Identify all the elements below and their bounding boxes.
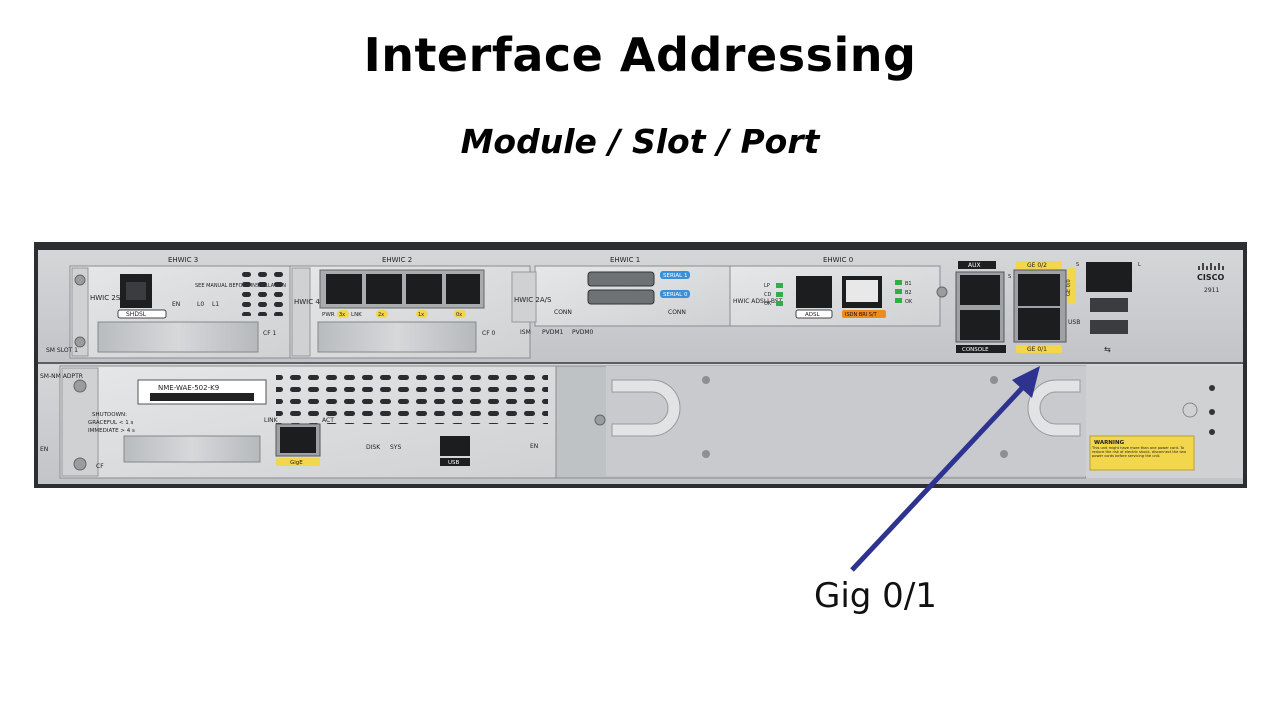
model-text: 2911 [1204, 287, 1219, 294]
warning-title: WARNING [1094, 440, 1125, 446]
hwic-2as-label: HWIC 2A/S [514, 296, 552, 304]
usb-label: USB [1068, 319, 1080, 326]
ehwic-1-label: EHWIC 1 [610, 256, 640, 264]
usb-icon: ⇆ [1104, 345, 1111, 354]
port-2x-label: 2x [378, 312, 384, 318]
l-label: L [1138, 262, 1141, 268]
ehwic-2-module: EHWIC 2 HWIC 4ESW PWR 3x LNK 2x 1x 0x CF… [289, 256, 531, 359]
shdsl-label: SHDSL [126, 311, 147, 318]
serial-1-port[interactable] [587, 271, 655, 287]
en-label-3: EN [530, 443, 538, 450]
b1-label: B1 [905, 281, 912, 287]
port-0x-label: 0x [456, 312, 462, 318]
lp-label: LP [764, 283, 770, 289]
switch-ports [326, 274, 480, 304]
sm-nm-label: SM-NM ADPTR [40, 373, 83, 380]
switch-port[interactable] [326, 274, 362, 304]
shutdown-label: SHUTDOWN: [92, 412, 127, 418]
s-label: S [1008, 274, 1011, 280]
adsl-label: ADSL [805, 312, 820, 318]
sm-module: SM-NM ADPTR EN NME-WAE-502-K9 SHUTDOWN: … [40, 365, 561, 479]
ge00-label: GE 0/0 [1066, 279, 1072, 296]
immediate-label: IMMEDIATE > 4 s [88, 428, 135, 434]
warning-sticker [1089, 435, 1195, 471]
ge01-label: GE 0/1 [1027, 346, 1047, 353]
s-label-2: S [1076, 262, 1079, 268]
ge-0-2-port[interactable] [1018, 274, 1060, 306]
gige-port[interactable] [280, 427, 316, 453]
conn-label-2: CONN [668, 309, 686, 316]
serial-0-port[interactable] [587, 289, 655, 305]
ok-label: OK [764, 301, 772, 307]
slide-title: Interface Addressing [363, 28, 917, 82]
b2-label: B2 [905, 290, 912, 296]
act-label: ACT [322, 417, 334, 424]
ehwic-3-module: EHWIC 3 HWIC 2SHDSL SHDSL SEE MANUAL BEF… [46, 256, 293, 359]
cf0-label: CF 0 [482, 330, 496, 337]
switch-port[interactable] [406, 274, 442, 304]
hwic-adsl-label: HWIC ADSLI-BST [733, 298, 783, 305]
hwic-2shdsl-label: HWIC 2SHDSL [90, 294, 139, 302]
disk-label: DISK [366, 444, 381, 451]
usb-port-2[interactable] [1090, 320, 1128, 334]
cisco-logo: CISCO 2911 [1197, 263, 1224, 294]
l1-label: L1 [212, 301, 219, 308]
ehwic-1-module: EHWIC 1 HWIC 2A/S SERIAL 1 SERIAL 0 CONN… [511, 256, 731, 336]
ehwic-3-label: EHWIC 3 [168, 256, 198, 264]
port-1x-label: 1x [418, 312, 424, 318]
aux-label: AUX [968, 262, 981, 269]
slide-subtitle: Module / Slot / Port [460, 122, 820, 161]
en-label: EN [172, 301, 180, 308]
en-label-2: EN [40, 446, 48, 453]
cd-label: CD [764, 292, 771, 298]
serial1-label: SERIAL 1 [663, 273, 687, 279]
brand-text: CISCO [1197, 273, 1224, 282]
lnk-label: LNK [351, 312, 362, 318]
ehwic-0-label: EHWIC 0 [823, 256, 853, 264]
pointer-arrow [850, 366, 1040, 572]
gige-label: GigE [290, 460, 303, 466]
ehwic-2-label: EHWIC 2 [382, 256, 412, 264]
barcode [150, 393, 254, 401]
ehwic-0-module: EHWIC 0 HWIC ADSLI-BST LP CD OK ADSL ISD… [729, 256, 948, 327]
sm-slot-label: SM SLOT 1 [46, 347, 78, 354]
nme-label: NME-WAE-502-K9 [158, 384, 219, 392]
port-3x-label: 3x [339, 312, 345, 318]
graceful-label: GRACEFUL < 1 s [88, 420, 133, 426]
sm-usb-port[interactable] [440, 436, 470, 456]
aux-port[interactable] [960, 275, 1000, 305]
ok-label-2: OK [905, 299, 913, 305]
power-area: WARNING This unit might have more than o… [1086, 366, 1243, 478]
cf1-label: CF 1 [263, 330, 277, 337]
pwr-label: PWR [322, 312, 335, 318]
cf-label: CF [96, 463, 104, 470]
console-label: CONSOLE [962, 347, 989, 353]
link-label: LINK [264, 417, 279, 424]
sm-usb-label: USB [448, 460, 460, 466]
pvdm1-label: PVDM1 [542, 329, 564, 336]
warning-text: This unit might have more than one power… [1092, 446, 1187, 459]
isdn-label: ISDN BRI S/T [845, 312, 878, 318]
usb-port-1[interactable] [1090, 298, 1128, 312]
blank-sm-plate [555, 365, 1087, 479]
sys-label: SYS [390, 444, 401, 451]
ge-0-0-port[interactable] [1086, 262, 1132, 292]
pvdm0-label: PVDM0 [572, 329, 594, 336]
onboard-ports: AUX CONSOLE GE 0/2 GE 0/1 GE 0/0 S USB S… [955, 261, 1141, 354]
ge-0-1-port[interactable] [1018, 308, 1060, 340]
switch-port[interactable] [446, 274, 480, 304]
adsl-port[interactable] [796, 276, 832, 308]
ge02-label: GE 0/2 [1027, 262, 1047, 269]
gig-0-1-callout: Gig 0/1 [814, 576, 937, 616]
hwic-4esw-label: HWIC 4ESW [294, 298, 336, 306]
conn-label-1: CONN [554, 309, 572, 316]
ism-label: ISM [520, 329, 531, 336]
serial0-label: SERIAL 0 [663, 292, 688, 298]
console-port[interactable] [960, 310, 1000, 340]
switch-port[interactable] [366, 274, 402, 304]
l0-label: L0 [197, 301, 204, 308]
